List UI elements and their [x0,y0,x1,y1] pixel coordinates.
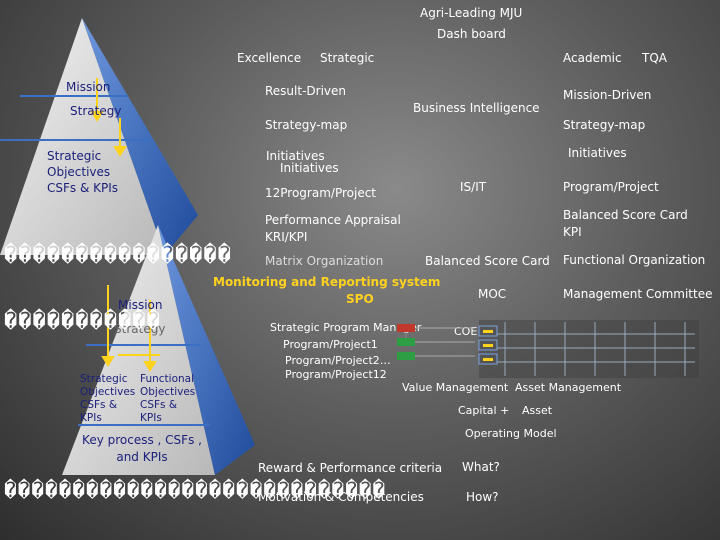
program-project-right: Program/Project [563,180,659,194]
reward-performance-criteria: Reward & Performance criteria [258,461,443,475]
bottom-pyramid [62,225,255,475]
management-committee: Management Committee [563,287,713,301]
program-project-12: Program/Project12 [285,368,387,381]
operating-model: Operating Model [465,427,557,440]
dashboard-subtitle: Dash board [437,27,506,41]
bottom-functional-objectives-label: Functional Objectives CSFs & KPIs [140,373,196,424]
top-strategy-label: Strategy [70,104,122,118]
garbled-text-row-1: ���������������� [4,243,232,268]
how-label: How? [466,490,499,504]
spo-label: SPO [346,292,374,306]
asset-management: Asset Management [515,381,622,394]
top-pyramid [0,18,198,255]
garbled-text-row-3: ���������������������������� [4,478,387,502]
key-process-label: Key process , CSFs , and KPIs [82,433,202,464]
program-project-1: Program/Project1 [283,338,378,351]
mission-driven: Mission-Driven [563,88,652,102]
initiatives-right: Initiatives [568,146,627,160]
garbled-text-row-2: ����������� [4,309,161,334]
bottom-mission-label: Mission [118,298,163,312]
motivation-competencies: Motivation & Competencies [258,490,424,504]
monitoring-reporting-system: Monitoring and Reporting system [213,275,441,289]
strategy-map-middle: Strategy-map [265,118,348,132]
capital-plus: Capital + [458,404,510,417]
top-strategic-objectives-label: Strategic Objectives CSFs & KPIs [47,149,119,195]
heading-tqa: TQA [642,51,667,65]
yellow-arrows [90,78,160,372]
initiatives-middle-2: Initiatives [280,161,339,175]
top-mission-label: Mission [66,80,111,94]
program-project-count: 12Program/Project [265,186,376,200]
coe-org-grid [397,320,699,378]
initiatives-middle-1: Initiatives [266,149,325,163]
moc-label: MOC [478,287,507,301]
kpi-right: KPI [563,225,582,239]
functional-organization: Functional Organization [563,253,706,267]
heading-excellence: Excellence [237,51,302,65]
heading-strategic: Strategic [320,51,375,65]
bottom-strategy-label: Strategy [114,322,166,336]
kri-kpi: KRI/KPI [265,230,308,244]
dashboard-title: Agri-Leading MJU [420,6,523,20]
balanced-score-card-right: Balanced Score Card [563,208,688,222]
heading-academic: Academic [563,51,622,65]
balanced-score-card-center: Balanced Score Card [425,254,550,268]
program-project-2: Program/Project2… [285,354,391,367]
asset-label: Asset [522,404,553,417]
business-intelligence: Business Intelligence [413,101,540,115]
performance-appraisal: Performance Appraisal [265,213,401,227]
matrix-organization: Matrix Organization [265,254,384,268]
what-label: What? [462,460,500,474]
strategy-map-right: Strategy-map [563,118,646,132]
is-it: IS/IT [460,180,487,194]
bottom-strategic-objectives-label: Strategic Objectives CSFs & KPIs [80,373,136,424]
strategic-program-manager: Strategic Program Manager [270,321,422,334]
result-driven: Result-Driven [265,84,347,98]
value-management: Value Management [402,381,509,394]
